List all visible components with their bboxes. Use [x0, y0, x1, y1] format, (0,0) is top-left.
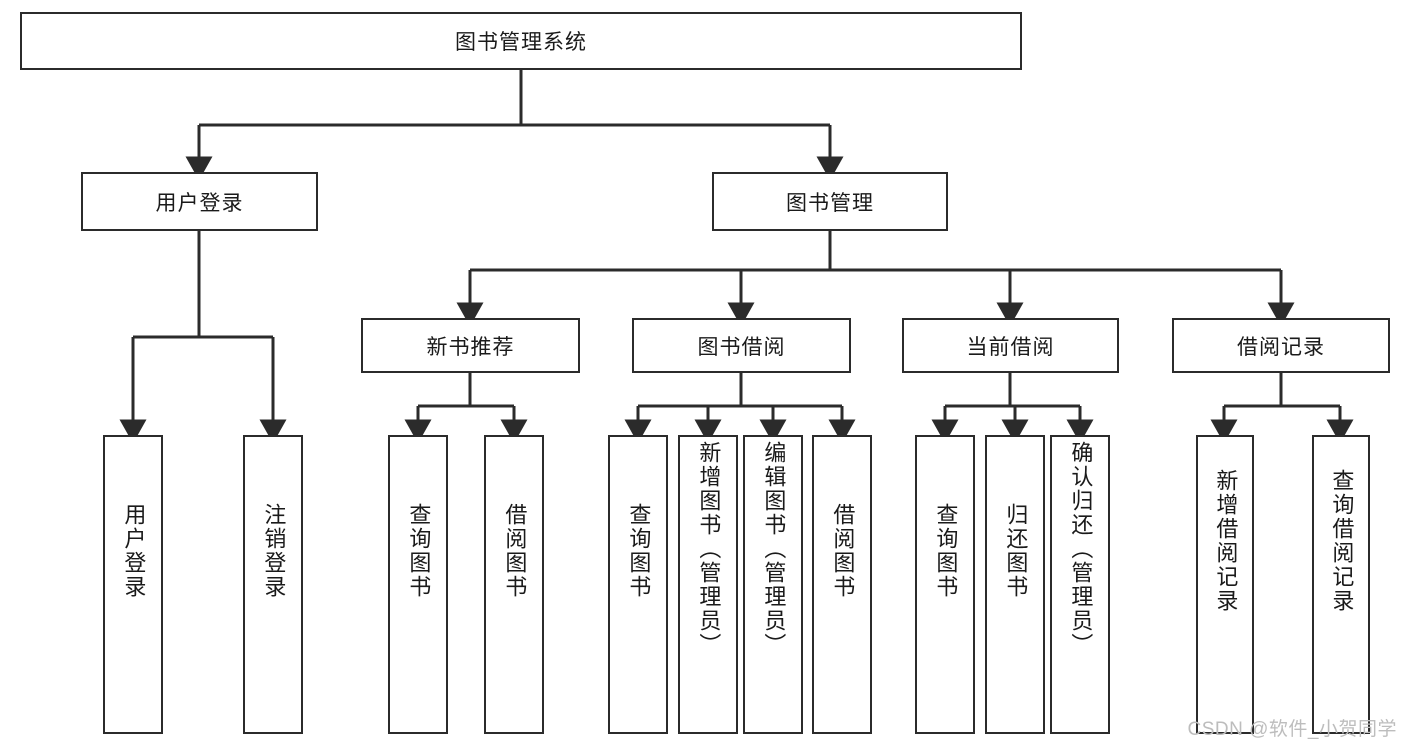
node-borrow-record-label: 借阅记录 [1237, 335, 1325, 359]
node-borrow-record[interactable]: 借阅记录 [1172, 318, 1390, 373]
node-leaf-logout-login[interactable]: 注销登录 [243, 435, 303, 734]
node-leaf-return-book[interactable]: 归还图书 [985, 435, 1045, 734]
node-leaf-borrow-book-2[interactable]: 借阅图书 [812, 435, 872, 734]
node-leaf-add-record-label: 新增借阅记录 [1213, 469, 1239, 613]
node-book-borrow-label: 图书借阅 [697, 335, 786, 359]
node-leaf-confirm-return[interactable]: 确认归还（管理员） [1050, 435, 1110, 734]
node-user-login[interactable]: 用户登录 [81, 172, 318, 231]
node-leaf-query-book-2[interactable]: 查询图书 [608, 435, 668, 734]
node-leaf-return-book-label: 归还图书 [1003, 503, 1029, 599]
node-leaf-add-record[interactable]: 新增借阅记录 [1196, 435, 1254, 734]
csdn-watermark: CSDN @软件_小贺同学 [1187, 719, 1397, 740]
node-leaf-borrow-book-1-label: 借阅图书 [502, 503, 528, 599]
node-leaf-query-record-label: 查询借阅记录 [1329, 469, 1355, 613]
node-leaf-add-book[interactable]: 新增图书（管理员） [678, 435, 738, 734]
node-root-label: 图书管理系统 [455, 31, 587, 54]
node-leaf-logout-login-label: 注销登录 [261, 503, 287, 599]
node-leaf-borrow-book-1[interactable]: 借阅图书 [484, 435, 544, 734]
node-leaf-edit-book-label: 编辑图书（管理员） [761, 441, 787, 657]
node-current-borrow-label: 当前借阅 [966, 335, 1055, 359]
node-leaf-edit-book[interactable]: 编辑图书（管理员） [743, 435, 803, 734]
node-book-manage[interactable]: 图书管理 [712, 172, 948, 231]
node-user-login-label: 用户登录 [155, 191, 244, 215]
node-leaf-query-book-3[interactable]: 查询图书 [915, 435, 975, 734]
node-leaf-query-book-1-label: 查询图书 [406, 503, 432, 599]
node-current-borrow[interactable]: 当前借阅 [902, 318, 1119, 373]
node-book-borrow[interactable]: 图书借阅 [632, 318, 851, 373]
node-leaf-query-book-1[interactable]: 查询图书 [388, 435, 448, 734]
node-new-book-recommend[interactable]: 新书推荐 [361, 318, 580, 373]
node-leaf-user-login[interactable]: 用户登录 [103, 435, 163, 734]
node-leaf-user-login-label: 用户登录 [121, 503, 147, 599]
node-new-book-recommend-label: 新书推荐 [426, 335, 515, 359]
node-leaf-borrow-book-2-label: 借阅图书 [830, 503, 856, 599]
node-root[interactable]: 图书管理系统 [20, 12, 1022, 70]
node-leaf-query-book-3-label: 查询图书 [933, 503, 959, 599]
node-leaf-query-book-2-label: 查询图书 [626, 503, 652, 599]
node-book-manage-label: 图书管理 [786, 191, 874, 215]
node-leaf-add-book-label: 新增图书（管理员） [696, 441, 722, 657]
node-leaf-confirm-return-label: 确认归还（管理员） [1068, 441, 1094, 657]
node-leaf-query-record[interactable]: 查询借阅记录 [1312, 435, 1370, 734]
